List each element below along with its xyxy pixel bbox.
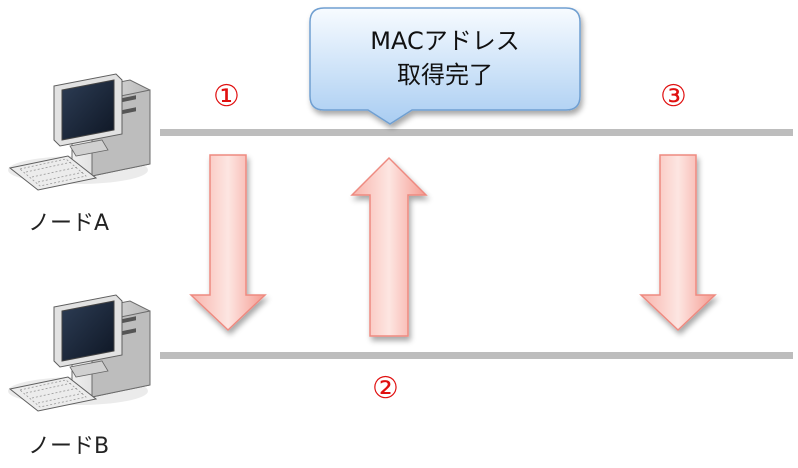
step-1-label: ① [213, 79, 240, 114]
arrow-down-step1 [189, 154, 267, 332]
arrow-down-step3 [639, 154, 717, 332]
callout-bubble [309, 7, 581, 125]
node-b-label: ノードB [28, 434, 110, 459]
computer-icon [8, 294, 151, 412]
callout-text: MACアドレス 取得完了 [316, 24, 574, 92]
network-line-b [160, 352, 793, 359]
callout-line1: MACアドレス [370, 27, 520, 55]
computer-icon [8, 73, 151, 191]
node-a-label: ノードA [28, 211, 110, 236]
arrow-up-step2 [350, 156, 428, 337]
step-2-label: ② [372, 371, 399, 406]
callout-line2: 取得完了 [397, 61, 493, 89]
network-line-a [160, 129, 793, 136]
step-3-label: ③ [660, 79, 687, 114]
